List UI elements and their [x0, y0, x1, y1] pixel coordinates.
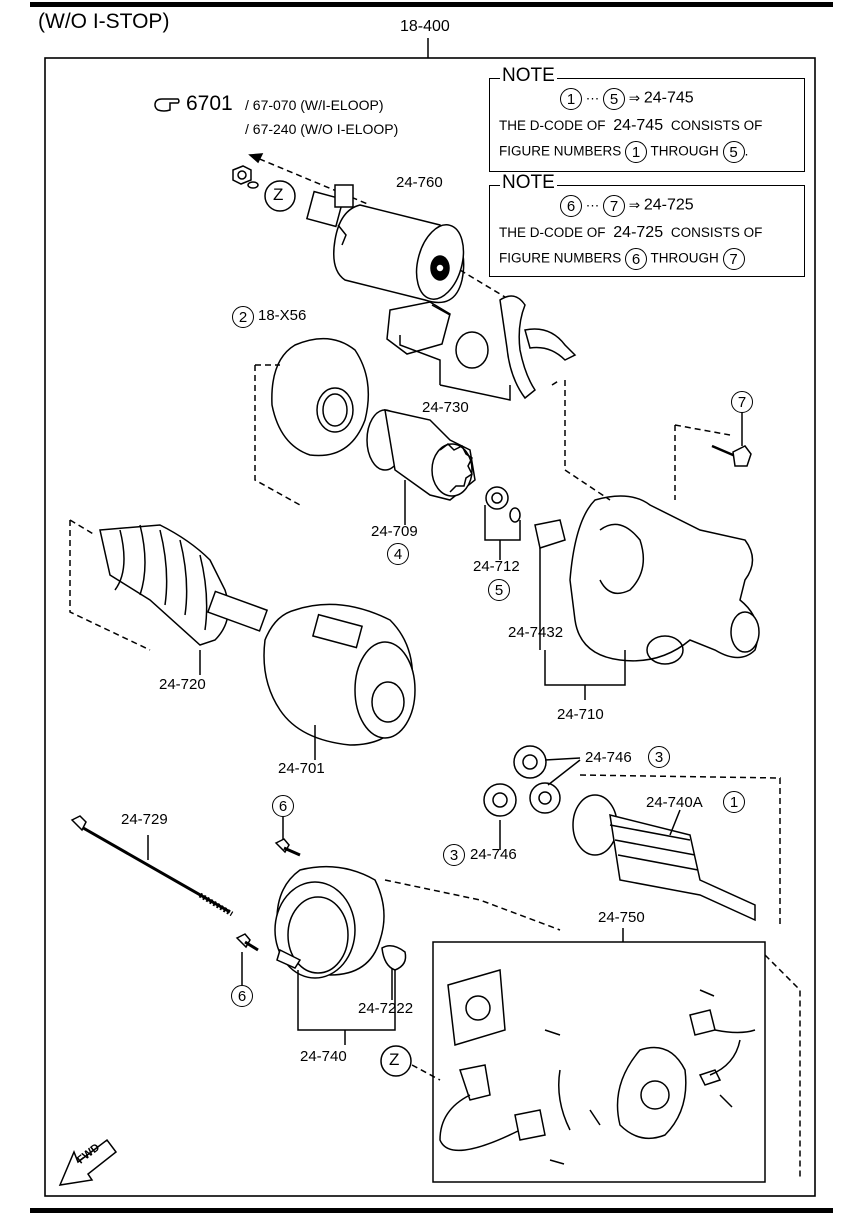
- hand-pointer-icon: [152, 96, 182, 114]
- part-label-24-750[interactable]: 24-750: [598, 909, 645, 926]
- part-label-24-746-top[interactable]: 24-746: [585, 749, 632, 766]
- reference-line-2[interactable]: / 67-240 (W/O I-ELOOP): [245, 121, 399, 137]
- note-text-line: FIGURE NUMBERS 6 THROUGH 7: [499, 248, 745, 270]
- figure-number-3: 3: [648, 746, 670, 768]
- ellipsis: ···: [585, 90, 604, 106]
- figure-number: 5: [722, 141, 745, 163]
- note-range: 6 ··· 7 ⇒ 24-725: [560, 195, 694, 217]
- part-label-24-710[interactable]: 24-710: [557, 706, 604, 723]
- note-box-1: [489, 78, 805, 172]
- part-label-24-709[interactable]: 24-709: [371, 523, 418, 540]
- note-text-line: FIGURE NUMBERS 1 THROUGH 5.: [499, 141, 748, 163]
- note-box-2: [489, 185, 805, 277]
- note-text-line: THE D-CODE OF 24-725 CONSISTS OF: [499, 224, 763, 241]
- note-target-code[interactable]: 24-725: [643, 196, 694, 214]
- note-text-line: THE D-CODE OF 24-745 CONSISTS OF: [499, 117, 763, 134]
- note-code[interactable]: 24-725: [613, 224, 664, 241]
- figure-number-4: 4: [387, 543, 409, 565]
- z-marker-bottom: Z: [389, 1050, 400, 1069]
- top-rule: [30, 2, 833, 7]
- part-label-24-729[interactable]: 24-729: [121, 811, 168, 828]
- part-label-24-730[interactable]: 24-730: [422, 399, 469, 416]
- figure-number: 7: [722, 248, 745, 270]
- fwd-arrow-icon: [58, 1138, 118, 1186]
- page-title: (W/O I-STOP): [38, 10, 170, 33]
- figure-number-3: 3: [443, 844, 465, 866]
- part-label-24-7222[interactable]: 24-7222: [358, 1000, 414, 1017]
- reference-main-number[interactable]: 6701: [186, 92, 233, 115]
- arrow-icon: ⇒: [628, 90, 644, 106]
- figure-number-6: 6: [231, 985, 253, 1007]
- figure-number: 6: [560, 195, 582, 217]
- figure-number: 1: [625, 141, 648, 163]
- figure-number: 5: [603, 88, 626, 110]
- part-label-24-740[interactable]: 24-740: [300, 1048, 347, 1065]
- figure-number-2: 2: [232, 306, 254, 328]
- figure-number-7: 7: [731, 391, 753, 413]
- part-label-24-760[interactable]: 24-760: [396, 174, 443, 191]
- assembly-number[interactable]: 18-400: [400, 18, 450, 35]
- bottom-rule: [30, 1208, 833, 1213]
- note-target-code[interactable]: 24-745: [643, 89, 694, 107]
- figure-number: 7: [603, 195, 626, 217]
- figure-number: 6: [625, 248, 648, 270]
- z-marker-top: Z: [273, 185, 284, 204]
- part-label-24-701[interactable]: 24-701: [278, 760, 325, 777]
- note-title: NOTE: [500, 65, 557, 87]
- part-label-24-712[interactable]: 24-712: [473, 558, 520, 575]
- arrow-icon: ⇒: [628, 197, 644, 213]
- figure-number-6: 6: [272, 795, 294, 817]
- figure-number-5: 5: [488, 579, 510, 601]
- part-label-24-740a[interactable]: 24-740A: [646, 794, 703, 811]
- note-title: NOTE: [500, 172, 557, 194]
- part-label-24-746-bottom[interactable]: 24-746: [470, 846, 517, 863]
- part-label-24-720[interactable]: 24-720: [159, 676, 206, 693]
- reference-line-1[interactable]: / 67-070 (W/I-ELOOP): [245, 97, 384, 113]
- part-label-24-7432[interactable]: 24-7432: [508, 624, 564, 641]
- ellipsis: ···: [585, 197, 604, 213]
- note-code[interactable]: 24-745: [613, 117, 664, 134]
- figure-number: 1: [560, 88, 582, 110]
- note-range: 1 ··· 5 ⇒ 24-745: [560, 88, 694, 110]
- figure-number-1: 1: [723, 791, 745, 813]
- part-label-18-x56[interactable]: 18-X56: [258, 307, 307, 324]
